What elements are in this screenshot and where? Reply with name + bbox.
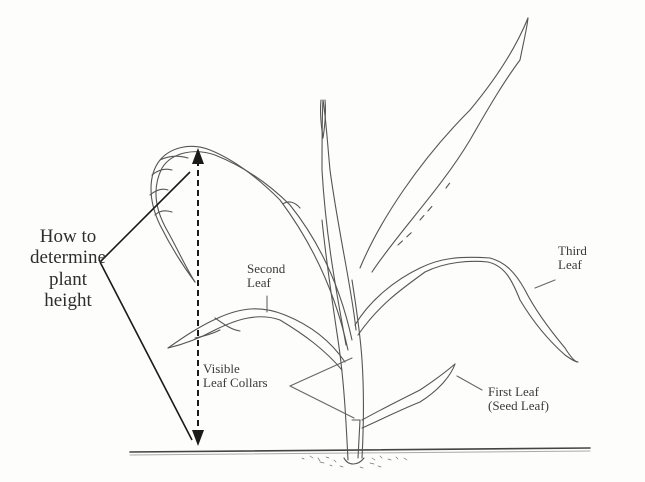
stem-left bbox=[321, 219, 349, 461]
center-leaf-midrib bbox=[397, 179, 453, 246]
second-leaf-top bbox=[167, 308, 346, 363]
first-leaf-top bbox=[361, 363, 456, 421]
upright-leaf-right bbox=[322, 99, 357, 331]
stem-sheath bbox=[351, 419, 361, 459]
second-leaf-label: Second Leaf bbox=[247, 262, 285, 289]
ground-line bbox=[129, 447, 591, 453]
collars-pointer-upper bbox=[289, 357, 353, 387]
third-leaf-label: Third Leaf bbox=[558, 244, 587, 271]
first-leaf-label-line2: (Seed Leaf) bbox=[488, 397, 549, 413]
arrow-down-icon bbox=[192, 430, 204, 446]
plant-height-label-line4: height bbox=[44, 289, 92, 311]
first-leaf-label-line1: First Leaf bbox=[488, 384, 539, 399]
arched-leaf-twist bbox=[149, 155, 301, 216]
collars-label-line1: Visible bbox=[203, 361, 240, 376]
plant-height-label-line3: plant bbox=[49, 268, 87, 290]
third-leaf-top bbox=[354, 256, 579, 363]
second-leaf-bottom bbox=[167, 316, 343, 371]
first-leaf-bottom bbox=[361, 363, 456, 429]
third-leaf-bottom bbox=[357, 260, 579, 363]
second-leaf-label-line1: Second bbox=[247, 261, 286, 276]
first-leaf-pointer bbox=[456, 375, 483, 391]
second-leaf-twist bbox=[194, 317, 241, 339]
first-leaf-label: First Leaf (Seed Leaf) bbox=[488, 385, 549, 412]
stem-right bbox=[351, 279, 365, 459]
arrow-up-icon bbox=[192, 148, 204, 164]
bracket-line-lower bbox=[99, 261, 193, 441]
collars-pointer-lower bbox=[289, 385, 355, 419]
arched-leaf-bottom bbox=[155, 151, 353, 341]
visible-leaf-collars-label: Visible Leaf Collars bbox=[203, 362, 268, 389]
center-leaf-outer bbox=[359, 17, 529, 269]
plant-height-label-line1: How to bbox=[39, 226, 97, 247]
third-leaf-pointer bbox=[534, 279, 556, 289]
bracket-line-upper bbox=[99, 171, 191, 263]
ground-line-shadow bbox=[129, 450, 591, 456]
plant-height-label-line2: determine bbox=[30, 247, 106, 269]
collars-label-line2: Leaf Collars bbox=[203, 374, 268, 390]
upright-leaf-left bbox=[321, 99, 347, 346]
second-leaf-label-line2: Leaf bbox=[247, 274, 271, 290]
stem-base bbox=[343, 457, 365, 465]
soil-texture bbox=[301, 455, 408, 469]
third-leaf-label-line1: Third bbox=[558, 243, 587, 258]
plant-height-bracket bbox=[99, 160, 199, 441]
center-leaf-inner bbox=[371, 17, 529, 273]
plant-height-label: How to determine plant height bbox=[18, 226, 118, 311]
upright-leaf-tip bbox=[320, 99, 326, 139]
arched-leaf-top bbox=[150, 145, 349, 351]
arrowheads bbox=[192, 148, 204, 446]
third-leaf-label-line2: Leaf bbox=[558, 256, 582, 272]
